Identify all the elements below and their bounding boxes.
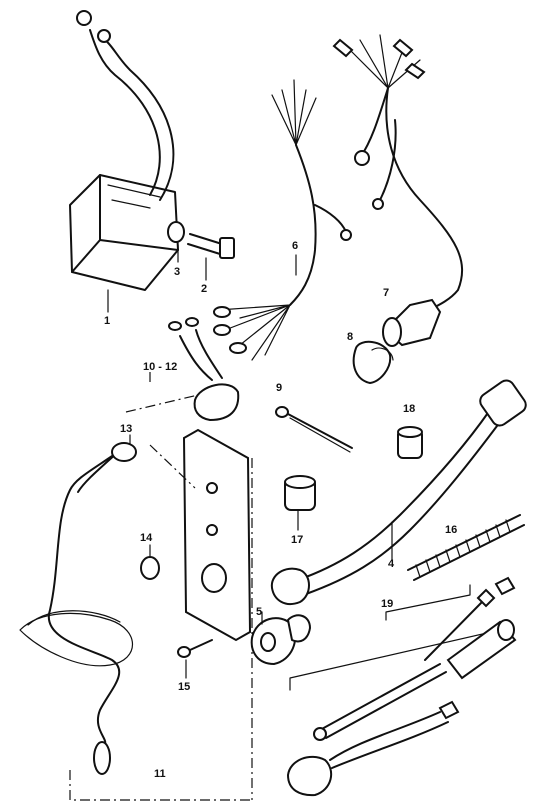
part-3-washer (167, 221, 185, 263)
callout-17: 17 (291, 534, 303, 546)
ring-terminal-icon (76, 10, 92, 26)
part-17-grommet (284, 475, 316, 531)
part-18-bushing (397, 426, 423, 459)
part-9-cable-tie (275, 406, 353, 453)
part-4-cable-tube (270, 379, 527, 606)
callout-10-12: 10 - 12 (143, 361, 177, 373)
callout-9: 9 (276, 382, 282, 394)
part-14-clip (140, 544, 160, 580)
callout-8: 8 (347, 331, 353, 343)
ring-terminal-icon (97, 29, 111, 43)
callout-18: 18 (403, 403, 415, 415)
callout-15: 15 (178, 681, 190, 693)
callout-14: 14 (140, 532, 153, 544)
part-10-12-panel (168, 317, 252, 642)
part-6-wire-harness (213, 79, 352, 361)
part-1-control-unit (69, 10, 179, 313)
callout-19: 19 (381, 598, 393, 610)
callout-11: 11 (154, 768, 166, 780)
part-8-cap (352, 340, 394, 385)
callout-labels: 1 2 3 4 5 6 7 8 9 10 - 12 11 13 14 15 16… (104, 240, 457, 780)
callout-5: 5 (256, 606, 262, 618)
part-7-main-harness (332, 34, 463, 347)
callout-4: 4 (388, 558, 395, 570)
part-16-spiral-wrap (407, 514, 525, 581)
callout-1: 1 (104, 315, 110, 327)
callout-16: 16 (445, 524, 457, 536)
part-19-sub-harness (286, 576, 517, 797)
part-13-lanyard-cord (19, 434, 137, 775)
leader-lines (69, 368, 253, 801)
part-15-screw (177, 639, 213, 679)
callout-13: 13 (120, 423, 132, 435)
callout-3: 3 (174, 266, 180, 278)
callout-6: 6 (292, 240, 298, 252)
part-2-bolt (187, 233, 235, 281)
callout-7: 7 (383, 287, 389, 299)
callout-2: 2 (201, 283, 207, 295)
part-5-socket (250, 611, 312, 666)
